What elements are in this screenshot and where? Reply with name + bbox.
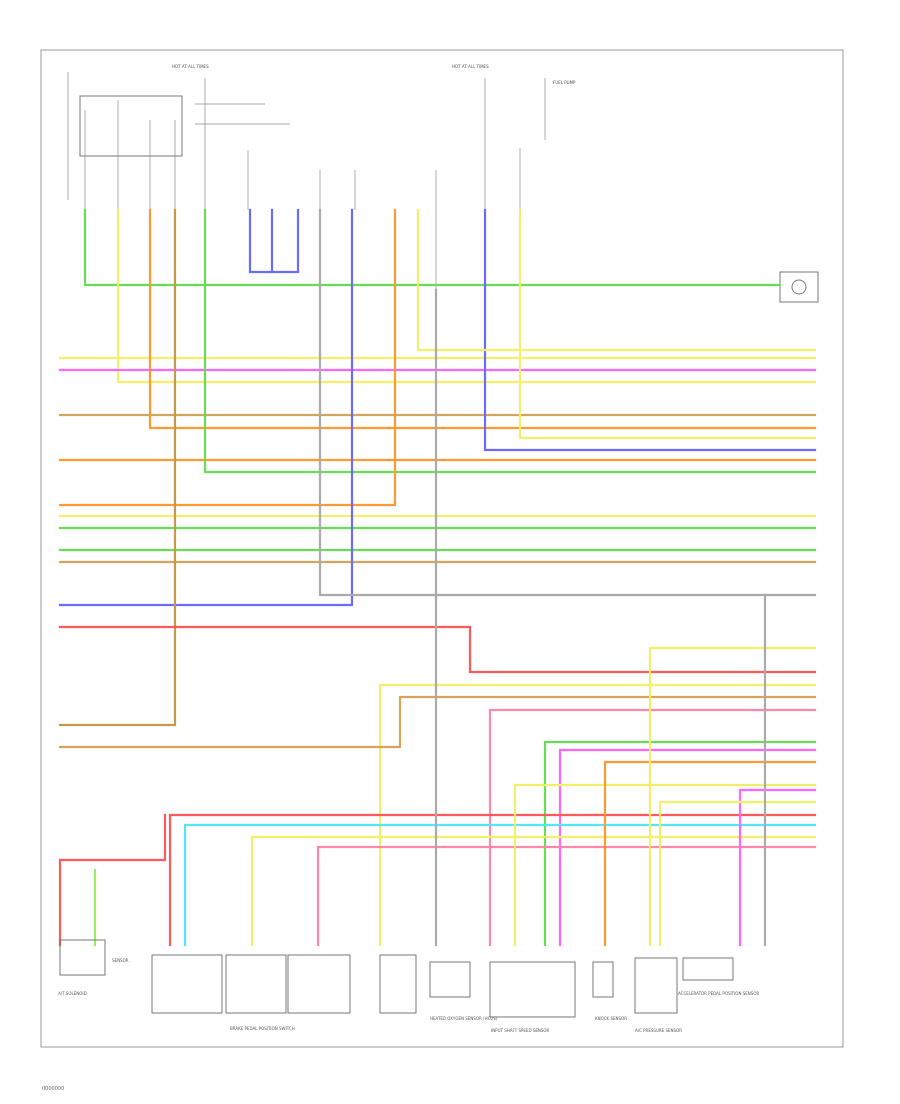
wire-orange-4 [148, 208, 817, 430]
wire-brown-19 [58, 208, 177, 727]
diagram-frame [40, 49, 844, 1048]
pressure-sensor-box [682, 957, 734, 981]
wire-yellow-28 [250, 835, 817, 947]
wire-blue-8 [483, 208, 817, 452]
solenoid-group-3 [287, 954, 351, 1014]
wire-tan-22 [58, 695, 817, 749]
control-module-box [489, 961, 576, 1018]
bottom-label-7: BRAKE PEDAL POSITION SWITCH [230, 1026, 295, 1031]
wire-blue-17 [248, 208, 300, 274]
wire-gray-37 [318, 208, 817, 597]
solenoid-group-1 [151, 954, 223, 1014]
wire-orange-11 [58, 208, 397, 507]
wire-cyan-27 [183, 823, 817, 947]
wire-yellow-30 [513, 783, 817, 947]
knock-sensor-box [592, 961, 614, 998]
wire-red-26 [168, 813, 817, 947]
bottom-label-6: A/C PRESSURE SENSOR [635, 1028, 682, 1033]
wire-yellow-21 [378, 683, 817, 947]
bottom-components: A/T SOLENOID SENSOR HEATED OXYGEN SENSOR… [58, 939, 759, 1033]
solenoid-group-4 [379, 954, 417, 1014]
notes-label: FUEL PUMP [553, 80, 576, 85]
wire-magenta-25 [558, 748, 817, 947]
wire-yellow-32 [648, 646, 817, 947]
fuel-pump [779, 271, 819, 303]
diagram-ref-code: 0000000 [42, 1086, 65, 1092]
wire-green-7 [203, 208, 817, 474]
wire-yellow-9 [518, 208, 817, 440]
wire-green-24 [543, 740, 817, 947]
relay-box [79, 95, 183, 157]
fuse-label-left: HOT AT ALL TIMES [172, 64, 209, 69]
at-solenoid-box [59, 939, 106, 976]
wire-layer [58, 208, 817, 947]
fuse-label-right: HOT AT ALL TIMES [452, 64, 489, 69]
bottom-label-3: HEATED OXYGEN SENSOR (HO2S) [430, 1016, 498, 1021]
top-components: HOT AT ALL TIMES HOT AT ALL TIMES FUEL P… [67, 64, 819, 303]
wire-green-0 [83, 208, 782, 287]
bottom-label-8: ACCELERATOR PEDAL POSITION SENSOR [678, 991, 759, 996]
wire-yellow-10 [416, 208, 817, 352]
solenoid-group-2 [225, 954, 287, 1014]
speed-sensor-box [634, 957, 678, 1014]
bottom-label-5: INPUT SHAFT SPEED SENSOR [491, 1028, 550, 1033]
wire-red-20 [58, 625, 817, 674]
wire-red-35 [58, 813, 167, 947]
oxygen-sensor-box [429, 961, 471, 998]
wire-yellow-34 [658, 800, 817, 947]
wire-yellow-1 [116, 208, 817, 384]
wire-magenta-33 [738, 788, 817, 947]
wire-blue-16 [58, 208, 354, 607]
bottom-label-4: KNOCK SENSOR [595, 1016, 627, 1021]
wire-pink-23 [488, 708, 817, 947]
bottom-label-2: SENSOR [112, 958, 129, 963]
bottom-label-1: A/T SOLENOID [58, 991, 87, 996]
wire-orange-31 [603, 760, 817, 947]
